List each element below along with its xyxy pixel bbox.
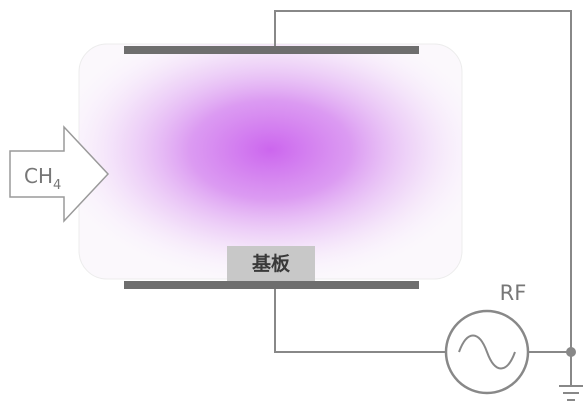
substrate [227, 246, 315, 281]
plasma-glow [79, 44, 462, 279]
gas-formula-main: CH [24, 164, 53, 188]
gas-formula-subscript: 4 [53, 178, 61, 193]
rf-label: RF [500, 281, 527, 305]
ground-icon [559, 385, 583, 401]
top-electrode-wire [274, 10, 572, 385]
gas-inlet-arrow [9, 125, 110, 223]
junction-node [566, 347, 576, 357]
substrate-label: 基板 [251, 252, 291, 275]
bottom-electrode [124, 281, 419, 289]
rf-source-icon [444, 309, 530, 395]
gas-inlet-label: CH4 [24, 164, 61, 193]
top-electrode [124, 46, 419, 54]
bottom-electrode-wire [274, 289, 446, 353]
